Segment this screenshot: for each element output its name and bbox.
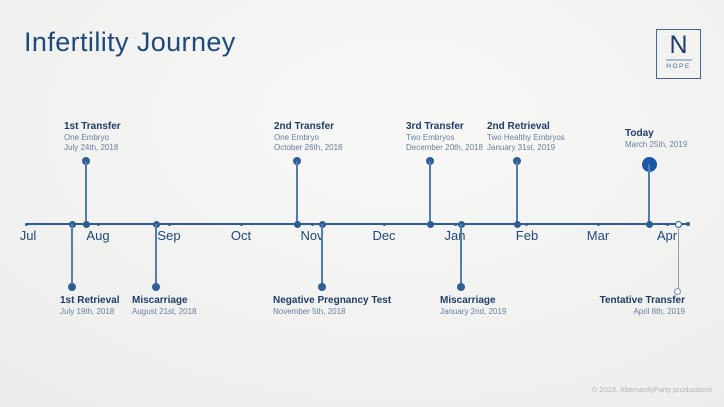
event-text: 1st Retrieval July 19th, 2018 bbox=[60, 295, 119, 317]
event-date: October 26th, 2018 bbox=[274, 143, 343, 152]
event-date: July 19th, 2018 bbox=[60, 307, 115, 316]
event-axis-dot bbox=[426, 220, 434, 228]
month-tick bbox=[382, 222, 386, 226]
event-axis-dot bbox=[293, 220, 301, 228]
event-stem bbox=[429, 161, 431, 224]
event-text: Negative Pregnancy Test November 5th, 20… bbox=[273, 295, 391, 317]
hope-logo: N HOPE bbox=[656, 29, 701, 79]
event-detail: One Embryo bbox=[274, 133, 319, 142]
event-text: Tentative Transfer April 8th, 2019 bbox=[585, 295, 685, 317]
event-title: Miscarriage bbox=[132, 295, 188, 306]
event-stem bbox=[155, 224, 157, 287]
month-tick bbox=[453, 222, 457, 226]
event-stem bbox=[516, 161, 518, 224]
month-label: Jul bbox=[19, 228, 37, 243]
logo-word: HOPE bbox=[666, 63, 691, 70]
event-date: December 20th, 2018 bbox=[406, 143, 483, 152]
event-title: 2nd Retrieval bbox=[487, 121, 550, 132]
event-date: January 31st, 2019 bbox=[487, 143, 556, 152]
event-dot bbox=[68, 283, 76, 291]
event-title: Negative Pregnancy Test bbox=[273, 295, 392, 306]
event-title: 1st Retrieval bbox=[60, 295, 120, 306]
event-detail: Two Embryos bbox=[406, 133, 455, 142]
month-tick bbox=[665, 222, 669, 226]
event-text: Miscarriage January 2nd, 2019 bbox=[440, 295, 506, 317]
event-stem bbox=[648, 164, 650, 224]
event-text: Today March 25th, 2019 bbox=[625, 128, 687, 150]
event-axis-dot bbox=[82, 220, 90, 228]
event-date: July 24th, 2018 bbox=[64, 143, 119, 152]
event-dot bbox=[318, 283, 326, 291]
event-text: 3rd Transfer Two Embryos December 20th, … bbox=[406, 121, 483, 153]
event-stem bbox=[678, 228, 679, 288]
event-axis-dot bbox=[513, 220, 521, 228]
logo-underline bbox=[665, 59, 692, 61]
event-date: August 21st, 2018 bbox=[132, 307, 197, 316]
month-label: Sep bbox=[157, 228, 181, 243]
event-title: Miscarriage bbox=[440, 295, 496, 306]
event-date: March 25th, 2019 bbox=[625, 140, 688, 149]
timeline-axis bbox=[26, 223, 688, 225]
month-tick bbox=[167, 222, 171, 226]
event-stem bbox=[296, 161, 298, 224]
month-label: Jan bbox=[444, 228, 466, 243]
event-axis-dot bbox=[645, 220, 653, 228]
event-stem bbox=[460, 224, 462, 287]
event-date: April 8th, 2019 bbox=[633, 307, 685, 316]
month-label: Aug bbox=[86, 228, 110, 243]
event-detail: Two Healthy Embryos bbox=[487, 133, 565, 142]
event-open-circle bbox=[673, 287, 681, 295]
event-open-circle-axis bbox=[674, 220, 682, 228]
event-stem bbox=[321, 224, 323, 287]
event-text: 1st Transfer One Embryo July 24th, 2018 bbox=[64, 121, 121, 153]
event-stem bbox=[71, 224, 73, 287]
event-text: 2nd Retrieval Two Healthy Embryos Januar… bbox=[487, 121, 565, 153]
month-label: Mar bbox=[586, 228, 610, 243]
event-title: 2nd Transfer bbox=[274, 121, 335, 132]
month-tick bbox=[239, 222, 243, 226]
month-tick bbox=[525, 222, 528, 226]
event-text: Miscarriage August 21st, 2018 bbox=[132, 295, 197, 317]
month-tick bbox=[24, 222, 28, 226]
event-title: 3rd Transfer bbox=[406, 121, 464, 132]
logo-letter: N bbox=[669, 31, 688, 59]
event-text: 2nd Transfer One Embryo October 26th, 20… bbox=[274, 121, 343, 153]
event-date: January 2nd, 2019 bbox=[440, 307, 507, 316]
event-detail: One Embryo bbox=[64, 133, 109, 142]
page-title: Infertility Journey bbox=[24, 27, 236, 57]
month-label: Oct bbox=[230, 228, 252, 243]
copyright-footer: © 2019. #bemardyParty productions bbox=[591, 385, 712, 394]
event-title: Today bbox=[625, 128, 654, 139]
month-tick bbox=[596, 222, 600, 226]
axis-end-dot bbox=[686, 222, 690, 226]
month-tick bbox=[96, 222, 100, 226]
event-dot bbox=[152, 283, 160, 291]
event-title: 1st Transfer bbox=[64, 121, 121, 132]
month-label: Dec bbox=[372, 228, 396, 243]
month-label: Apr bbox=[656, 228, 678, 243]
month-tick bbox=[310, 222, 314, 226]
event-date: November 5th, 2018 bbox=[273, 307, 346, 316]
event-dot bbox=[457, 283, 465, 291]
event-title: Tentative Transfer bbox=[599, 295, 685, 306]
month-label: Nov bbox=[300, 228, 324, 243]
event-stem bbox=[85, 161, 87, 224]
month-label: Feb bbox=[515, 228, 539, 243]
